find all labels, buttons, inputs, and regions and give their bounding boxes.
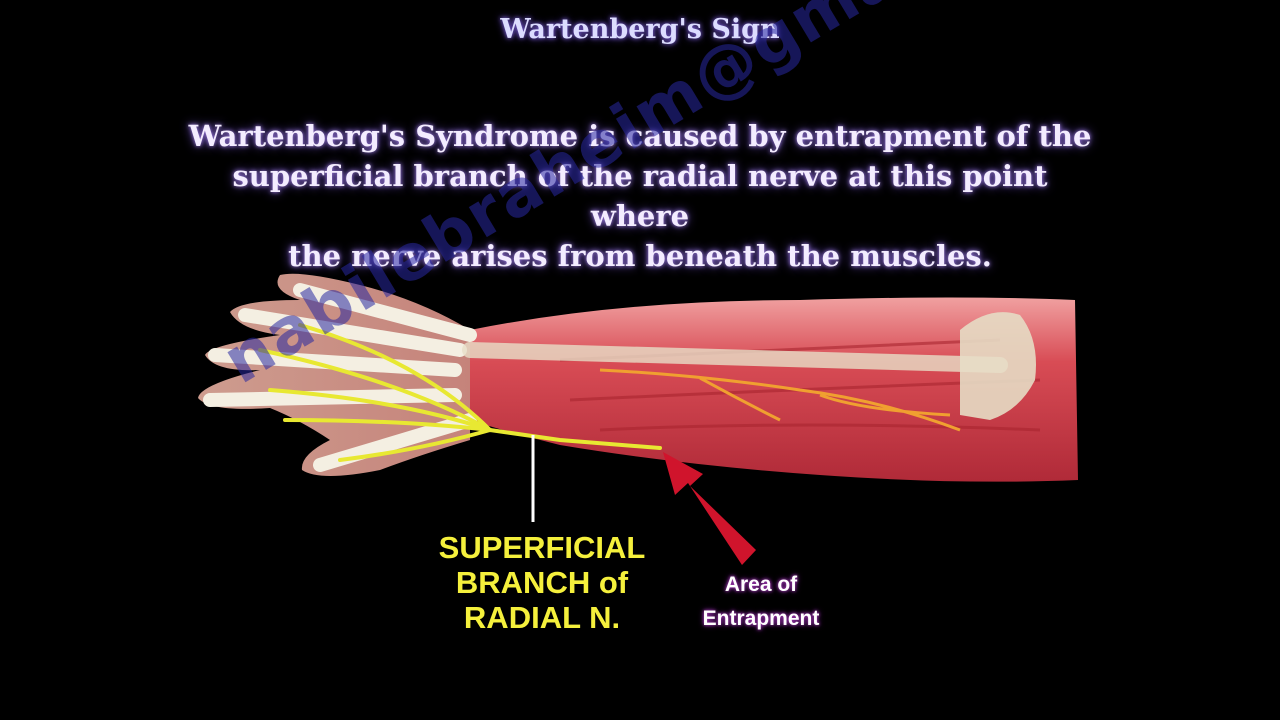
- nerve-label-line-3: RADIAL N.: [463, 600, 621, 635]
- description-text: Wartenberg's Syndrome is caused by entra…: [180, 116, 1100, 276]
- slide-title: Wartenberg's Sign: [500, 14, 780, 45]
- description-line-2: superficial branch of the radial nerve a…: [232, 159, 1048, 233]
- radius-bone: [462, 342, 1008, 373]
- nerve-label-line-2: BRANCH of: [455, 565, 629, 600]
- nerve-label-line-1: SUPERFICIAL: [438, 530, 646, 565]
- entrapment-arrow: [663, 452, 756, 565]
- superficial-branch-label: SUPERFICIAL BRANCH of RADIAL N.: [420, 530, 664, 635]
- entrapment-label-line-1: Area of: [724, 573, 798, 596]
- area-of-entrapment-label: Area of Entrapment: [686, 568, 836, 636]
- description-line-1: Wartenberg's Syndrome is caused by entra…: [188, 119, 1092, 153]
- entrapment-label-line-2: Entrapment: [702, 607, 820, 630]
- description-line-3: the nerve arises from beneath the muscle…: [288, 239, 992, 273]
- deep-nerve-branches: [599, 368, 961, 432]
- superficial-radial-nerve: [258, 323, 662, 462]
